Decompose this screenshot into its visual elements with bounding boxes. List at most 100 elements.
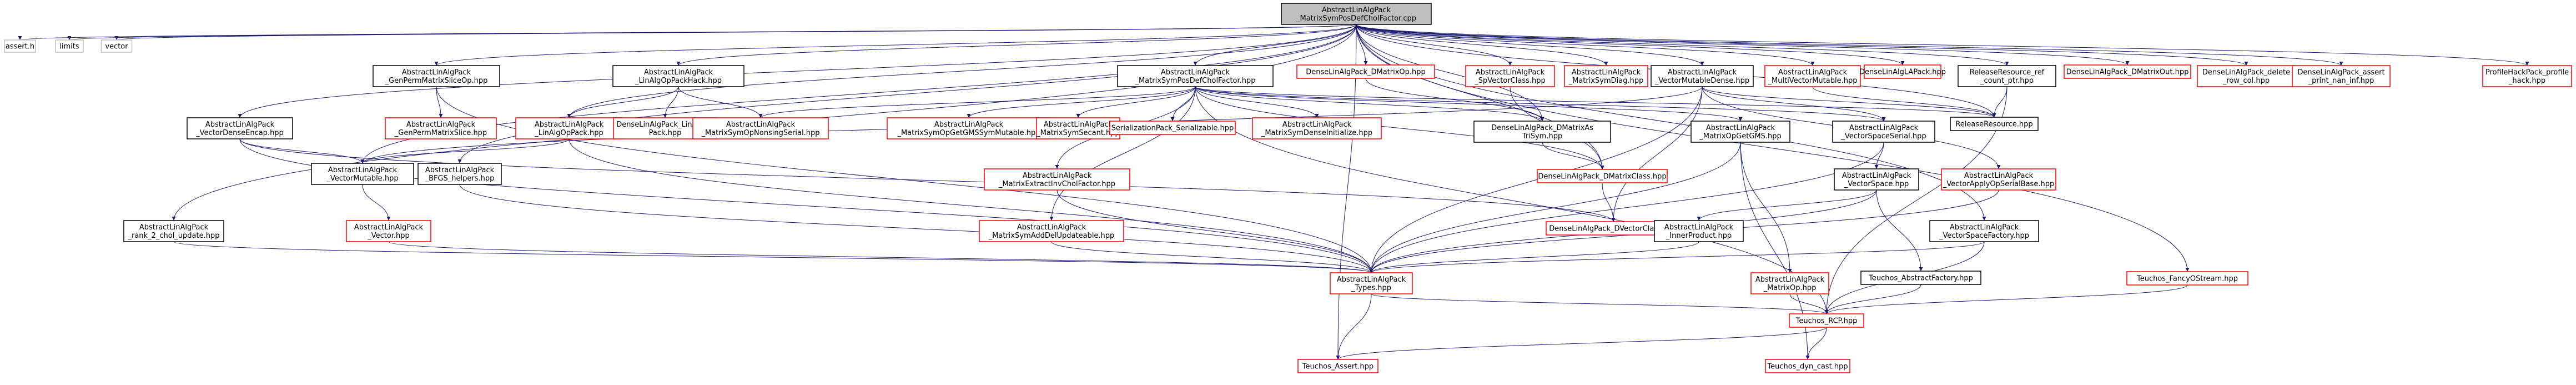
node-fancyostream[interactable]: Teuchos_FancyOStream.hpp bbox=[2126, 271, 2248, 286]
edge-typeshpp-to-tasserthpp bbox=[1336, 293, 1372, 360]
node-box-tasserthpp bbox=[1297, 359, 1378, 373]
edge-root-to-vecmutdense bbox=[1356, 24, 1704, 66]
edge-linalgoppack-to-vecmutable bbox=[360, 138, 570, 164]
node-matrixop[interactable]: AbstractLinAlgPack_MatrixOp.hpp bbox=[1750, 272, 1829, 294]
node-vecclass[interactable]: AbstractLinAlgPack_Vector.hpp bbox=[346, 220, 431, 242]
node-label-line: _MatrixSymPosDefCholFactor.cpp bbox=[1296, 14, 1416, 23]
node-vecspace[interactable]: AbstractLinAlgPack_VectorSpace.hpp bbox=[1834, 168, 1919, 191]
node-box-linalgophack bbox=[612, 65, 744, 87]
node-label-line: DenseLinAlgLAPack.hpp bbox=[1859, 68, 1946, 77]
node-typeshpp[interactable]: AbstractLinAlgPack_Types.hpp bbox=[1330, 272, 1413, 294]
node-label-line: AbstractLinAlgPack bbox=[726, 121, 796, 129]
node-dyncast[interactable]: Teuchos_dyn_cast.hpp bbox=[1765, 359, 1850, 373]
node-serialization[interactable]: SerializationPack_Serializable.hpp bbox=[1109, 121, 1236, 135]
node-symdenseinit[interactable]: AbstractLinAlgPack_MatrixSymDenseInitial… bbox=[1252, 117, 1382, 139]
node-vecmutdense[interactable]: AbstractLinAlgPack_VectorMutableDense.hp… bbox=[1651, 65, 1754, 87]
node-label-line: DenseLinAlgPack_assert bbox=[2297, 68, 2384, 77]
node-releaseref[interactable]: ReleaseResource_ref_count_ptr.hpp bbox=[1958, 65, 2056, 87]
edge-root-to-fancyostream bbox=[1356, 24, 2190, 272]
node-dmatrixop[interactable]: DenseLinAlgPack_DMatrixOp.hpp bbox=[1296, 64, 1435, 79]
node-label-line: DenseLinAlgPack_LinAlgOp bbox=[616, 121, 714, 129]
edge-symposdef-to-matopgetgms bbox=[1195, 86, 1743, 122]
node-vecspaceserial[interactable]: AbstractLinAlgPack_VectorSpaceSerial.hpp bbox=[1832, 121, 1935, 143]
node-rank2chol[interactable]: AbstractLinAlgPack_rank_2_chol_update.hp… bbox=[123, 220, 224, 242]
node-profilehack[interactable]: ProfileHackPack_profile_hack.hpp bbox=[2482, 65, 2572, 87]
node-deletecol[interactable]: DenseLinAlgPack_delete_row_col.hpp bbox=[2197, 65, 2296, 87]
node-label-line: AbstractLinAlgPack bbox=[1664, 223, 1734, 232]
edge-root-to-dmatout bbox=[1356, 24, 2130, 66]
edge-vecmutdense-to-typeshpp bbox=[1369, 86, 1703, 273]
edge-vecmutable-to-vecclass bbox=[362, 184, 391, 221]
node-symnonsing[interactable]: AbstractLinAlgPack_MatrixSymOpNonsingSer… bbox=[692, 117, 829, 139]
node-box-assertprint bbox=[2292, 65, 2391, 87]
node-limits[interactable]: limits bbox=[55, 39, 84, 53]
edge-symposdef-to-symdenseinit bbox=[1195, 86, 1319, 118]
node-box-vecspacefactory bbox=[1929, 220, 2039, 242]
node-vecdenseencap[interactable]: AbstractLinAlgPack_VectorDenseEncap.hpp bbox=[187, 117, 293, 139]
node-matopgetgms[interactable]: AbstractLinAlgPack_MatrixOpGetGMS.hpp bbox=[1690, 121, 1790, 143]
node-label-line: AbstractLinAlgPack bbox=[1778, 68, 1848, 77]
node-bfgs[interactable]: AbstractLinAlgPack_BFGS_helpers.hpp bbox=[417, 163, 502, 185]
node-multmutable[interactable]: AbstractLinAlgPack_MultiVectorMutable.hp… bbox=[1764, 65, 1861, 87]
node-lapack[interactable]: DenseLinAlgLAPack.hpp bbox=[1859, 64, 1946, 79]
node-rcp[interactable]: Teuchos_RCP.hpp bbox=[1789, 313, 1864, 328]
node-label-line: DenseLinAlgPack_DMatrixClass.hpp bbox=[1538, 173, 1666, 181]
node-asserth[interactable]: assert.h bbox=[4, 39, 36, 53]
edge-root-to-multmutable bbox=[1356, 24, 1815, 66]
edge-rcp-to-dyncast bbox=[1805, 327, 1827, 360]
edge-root-to-deletecol bbox=[1356, 24, 2248, 66]
node-label-line: _VectorSpaceFactory.hpp bbox=[1939, 232, 2029, 240]
edge-abstractfactory-to-rcp bbox=[1824, 284, 1921, 314]
node-extractinv[interactable]: AbstractLinAlgPack_MatrixExtractInvCholF… bbox=[984, 168, 1130, 191]
node-label-line: AbstractLinAlgPack bbox=[1282, 121, 1352, 129]
node-box-vecmutdense bbox=[1651, 65, 1754, 87]
node-genpermslice[interactable]: AbstractLinAlgPack_GenPermMatrixSlice.hp… bbox=[385, 117, 497, 139]
node-label-line: AbstractLinAlgPack bbox=[1964, 172, 2034, 180]
edge-typeshpp-to-rcp bbox=[1371, 293, 1829, 314]
edge-vecclass-to-typeshpp bbox=[388, 241, 1373, 273]
node-linalgophack[interactable]: AbstractLinAlgPack_LinAlgOpPackHack.hpp bbox=[612, 65, 744, 87]
node-abstractfactory[interactable]: Teuchos_AbstractFactory.hpp bbox=[1860, 271, 1981, 285]
node-label-line: _GenPermMatrixSlice.hpp bbox=[394, 129, 487, 137]
node-box-dyncast bbox=[1765, 359, 1850, 373]
node-linalgoppack[interactable]: AbstractLinAlgPack_LinAlgOpPack.hpp bbox=[515, 117, 623, 139]
node-innerproduct[interactable]: AbstractLinAlgPack_InnerProduct.hpp bbox=[1654, 220, 1744, 242]
edge-root-to-profilehack bbox=[1356, 24, 2529, 66]
node-releaseres[interactable]: ReleaseResource.hpp bbox=[1950, 117, 2039, 131]
node-label-line: AbstractLinAlgPack bbox=[354, 223, 424, 232]
node-genperm[interactable]: AbstractLinAlgPack_GenPermMatrixSliceOp.… bbox=[373, 65, 500, 87]
node-tasserthpp[interactable]: Teuchos_Assert.hpp bbox=[1297, 359, 1378, 373]
node-vecapplyop[interactable]: AbstractLinAlgPack_VectorApplyOpSerialBa… bbox=[1941, 168, 2056, 191]
node-vecmutable[interactable]: AbstractLinAlgPack_VectorMutable.hpp bbox=[311, 163, 414, 185]
node-symsecant[interactable]: AbstractLinAlgPack_MatrixSymSecant.hpp bbox=[1036, 117, 1120, 139]
node-symadddel[interactable]: AbstractLinAlgPack_MatrixSymAddDelUpdate… bbox=[979, 220, 1124, 242]
edge-root-to-vecdenseencap bbox=[238, 24, 1357, 118]
node-assertprint[interactable]: DenseLinAlgPack_assert_print_nan_inf.hpp bbox=[2292, 65, 2391, 87]
edge-innerproduct-to-typeshpp bbox=[1369, 241, 1699, 273]
node-spvector[interactable]: AbstractLinAlgPack_SpVectorClass.hpp bbox=[1465, 65, 1555, 87]
node-box-innerproduct bbox=[1654, 220, 1744, 242]
edge-multmutable-to-releaseres bbox=[1812, 86, 1996, 118]
node-symposdef[interactable]: AbstractLinAlgPack_MatrixSymPosDefCholFa… bbox=[1117, 65, 1274, 87]
edge-linalgoppack-to-typeshpp bbox=[568, 138, 1373, 273]
node-label-line: _InnerProduct.hpp bbox=[1666, 232, 1732, 240]
edge-symadddel-to-typeshpp bbox=[1051, 241, 1373, 273]
node-symgetgms[interactable]: AbstractLinAlgPack_MatrixSymOpGetGMSSymM… bbox=[887, 117, 1051, 139]
node-label-line: Teuchos_FancyOStream.hpp bbox=[2136, 275, 2238, 283]
node-dmatout[interactable]: DenseLinAlgPack_DMatrixOut.hpp bbox=[2064, 64, 2191, 79]
node-vector[interactable]: vector bbox=[100, 39, 133, 53]
node-label-line: Teuchos_Assert.hpp bbox=[1302, 363, 1373, 371]
node-label-line: _print_nan_inf.hpp bbox=[2308, 77, 2374, 85]
edge-symposdef-to-dmatrixastri bbox=[1195, 86, 1544, 122]
node-box-vecspace bbox=[1834, 168, 1919, 191]
node-label-line: Teuchos_AbstractFactory.hpp bbox=[1868, 274, 1973, 283]
node-label-line: _MatrixSymAddDelUpdateable.hpp bbox=[988, 232, 1115, 240]
node-label-line: AbstractLinAlgPack bbox=[644, 68, 713, 77]
node-symdiag[interactable]: AbstractLinAlgPack_MatrixSymDiag.hpp bbox=[1564, 65, 1648, 87]
node-label-line: AbstractLinAlgPack bbox=[425, 166, 495, 174]
node-label-line: _row_col.hpp bbox=[2222, 77, 2270, 85]
node-vecspacefactory[interactable]: AbstractLinAlgPack_VectorSpaceFactory.hp… bbox=[1929, 220, 2039, 242]
edge-root-to-vecmutable bbox=[360, 24, 1357, 164]
node-dmatrixclass[interactable]: DenseLinAlgPack_DMatrixClass.hpp bbox=[1537, 169, 1668, 183]
